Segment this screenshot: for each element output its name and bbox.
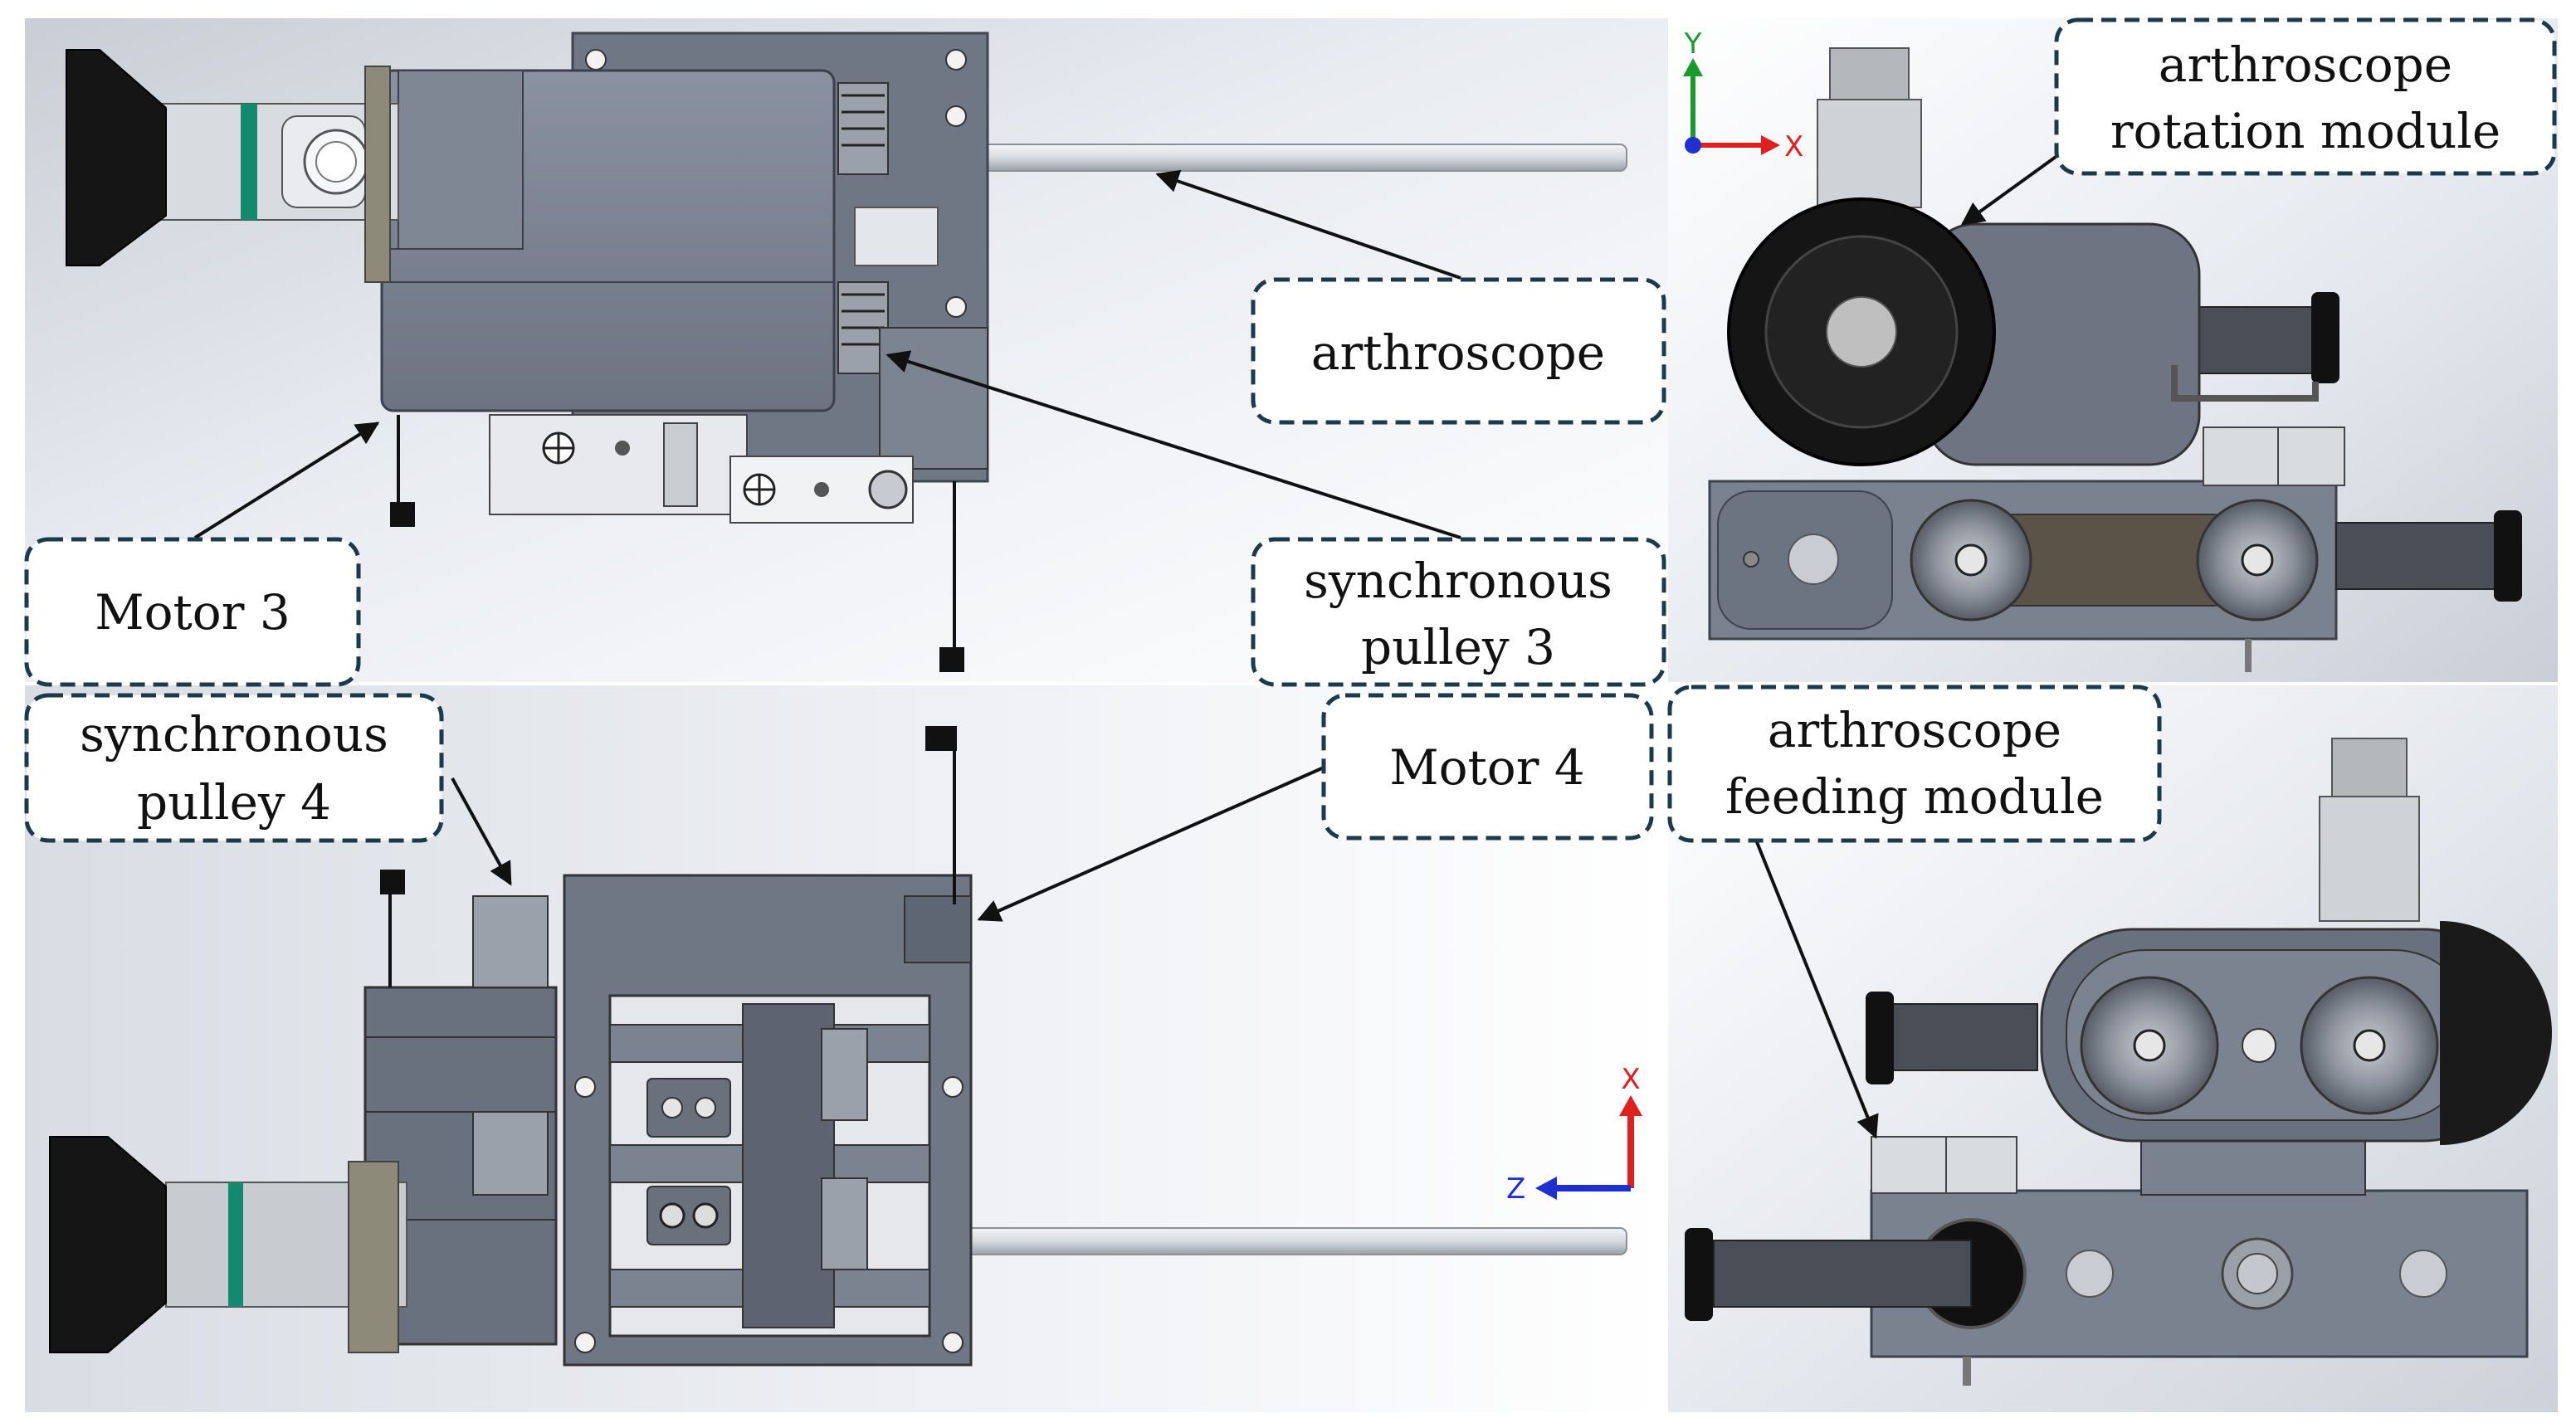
- arrow-feeding-module: [1754, 837, 1879, 1139]
- callout-pulley4: synchronous pulley 4: [24, 693, 444, 843]
- callout-arthroscope-label: arthroscope: [1311, 324, 1605, 381]
- callout-rotation-line2: rotation module: [2110, 103, 2500, 159]
- callout-motor3-label: Motor 3: [95, 584, 290, 641]
- axis-label-x-top: X: [1784, 130, 1803, 163]
- callout-feeding-line2: feeding module: [1725, 768, 2104, 825]
- arthroscope-shaft-feeding: [879, 1227, 1627, 1255]
- callout-motor3: Motor 3: [24, 537, 361, 687]
- callout-arthroscope: arthroscope: [1251, 277, 1666, 425]
- callout-pulley3-line1: synchronous: [1304, 553, 1612, 609]
- axis-label-x-bottom: X: [1621, 1063, 1640, 1096]
- top-right-assembly: [1708, 47, 2522, 672]
- callout-motor4-label: Motor 4: [1389, 739, 1585, 796]
- callout-arrows: [193, 115, 2114, 1139]
- arrow-pulley4: [451, 777, 512, 886]
- axis-label-y-top: Y: [1684, 27, 1702, 61]
- callout-rotation-line1: arthroscope: [2159, 37, 2452, 93]
- callout-rotation-module: arthroscope rotation module: [2054, 17, 2557, 176]
- bottom-left-assembly: [49, 726, 1627, 1367]
- eyepiece-cone-feeding: [49, 1136, 167, 1353]
- arrow-arthroscope: [1155, 169, 1461, 280]
- axis-triad-xz: X Z: [1506, 1063, 1642, 1206]
- eyepiece-cone: [66, 49, 167, 266]
- arthroscope-shaft: [879, 144, 1627, 172]
- callout-feeding-module: arthroscope feeding module: [1667, 685, 2162, 843]
- top-left-assembly: [66, 32, 1627, 672]
- arrow-pulley3: [886, 350, 1461, 539]
- callout-feeding-line1: arthroscope: [1768, 702, 2061, 758]
- arrow-motor4: [977, 766, 1325, 922]
- axis-label-z-bottom: Z: [1506, 1172, 1525, 1206]
- callout-pulley3: synchronous pulley 3: [1251, 537, 1666, 687]
- callout-pulley4-line1: synchronous: [80, 706, 388, 763]
- callout-motor4: Motor 4: [1321, 693, 1654, 841]
- callout-pulley3-line2: pulley 3: [1361, 619, 1555, 675]
- bottom-right-assembly: [1685, 738, 2552, 1386]
- arrow-motor3: [193, 422, 380, 539]
- callout-pulley4-line2: pulley 4: [137, 774, 331, 831]
- axis-triad-yx: Y X: [1683, 27, 1803, 163]
